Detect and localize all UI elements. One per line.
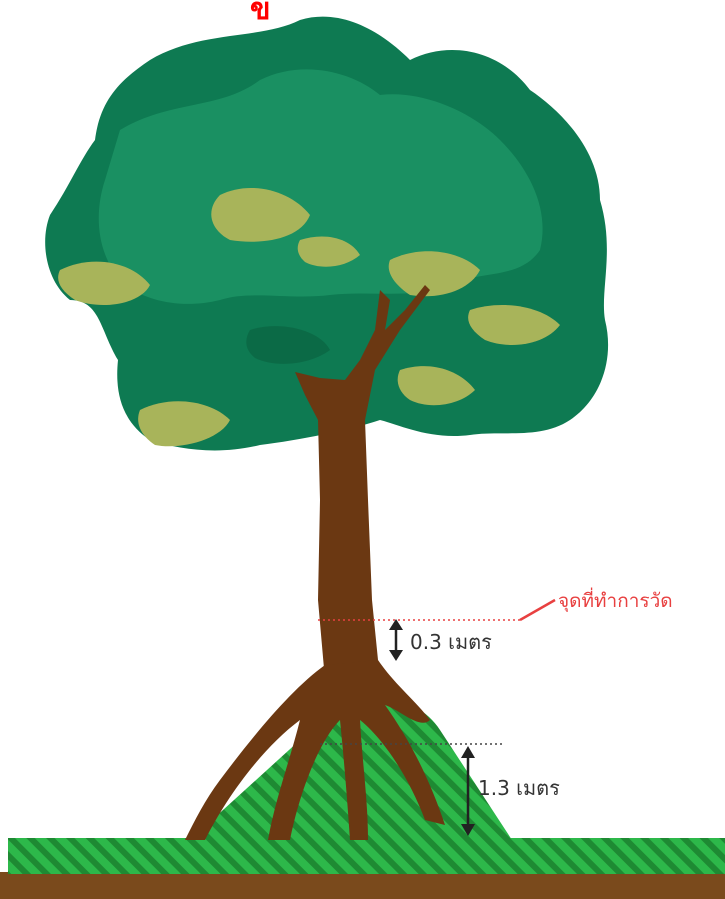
distance-label-0-3: 0.3 เมตร: [410, 626, 492, 658]
soil-layer: [0, 872, 725, 899]
grass-strip: [8, 838, 725, 874]
distance-label-1-3: 1.3 เมตร: [478, 772, 560, 804]
measure-point-label: จุดที่ทำการวัด: [558, 586, 673, 616]
arrow-0-3m: [389, 619, 403, 661]
measure-point-leader: [520, 600, 555, 620]
top-mark-letter: ข: [250, 0, 271, 33]
